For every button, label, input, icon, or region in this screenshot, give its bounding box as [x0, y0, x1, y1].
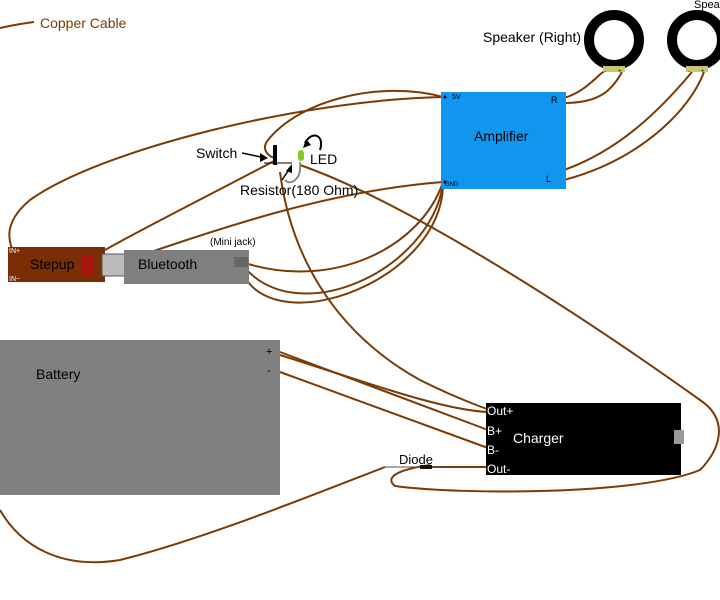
- speaker-right-cone-icon: [584, 10, 644, 70]
- speaker-right-terminal: [603, 66, 625, 72]
- led: [284, 134, 323, 184]
- resistor: [281, 164, 292, 181]
- wire-gnd-to-bt-c: [243, 185, 444, 304]
- wires: [0, 21, 720, 564]
- stepup-pin-in-plus: IN+: [9, 248, 20, 255]
- amplifier-pin-l: L: [546, 174, 551, 184]
- charger-board: [486, 403, 681, 475]
- speaker-left-cone-icon: [667, 10, 720, 70]
- bluetooth-jack-label: (Mini jack): [210, 237, 256, 248]
- wire-amp-r2-speaker-right: [563, 71, 623, 104]
- wire-5v-long-loop: [8, 96, 444, 256]
- diode-label: Diode: [399, 452, 433, 467]
- led-label: LED: [310, 151, 337, 167]
- battery-pin-plus: +: [266, 346, 272, 358]
- switch: [241, 145, 292, 165]
- charger-pin-b-plus: B+: [487, 424, 502, 438]
- wire-gnd-to-bt-b: [244, 183, 444, 295]
- amplifier-pin-5v: 5V: [452, 94, 461, 101]
- charger-pin-out-minus: Out-: [487, 462, 510, 476]
- speaker-left-label: Spea: [694, 0, 720, 11]
- wire-resistor-to-charger: [299, 164, 720, 493]
- charger-usb-port: [674, 430, 684, 444]
- wire-amp-l-speaker-left: [563, 71, 693, 171]
- amplifier-pin-gnd: GND: [445, 182, 459, 188]
- charger-pin-out-plus: Out+: [487, 404, 513, 418]
- wire-amp-l2-speaker-left: [563, 71, 705, 181]
- legend-wire-sample: [0, 21, 35, 29]
- bluetooth-label: Bluetooth: [138, 256, 197, 272]
- speaker-left-terminal-plus: +: [701, 69, 705, 75]
- wire-amp-r-speaker-right: [563, 69, 609, 99]
- amplifier-pin-r: R: [551, 95, 558, 105]
- bluetooth-jack-terminal: [234, 257, 248, 267]
- charger-label: Charger: [513, 430, 564, 446]
- resistor-label: Resistor(180 Ohm): [240, 182, 358, 198]
- stepup-output-connector: [82, 255, 94, 275]
- led-leg-wire: [284, 161, 302, 184]
- switch-lever: [273, 145, 277, 165]
- wire-diode-to-battery: [0, 466, 386, 564]
- diode-body: [420, 465, 432, 469]
- wire-battery-minus-to-b-minus: [279, 371, 489, 449]
- wire-battery-plus-to-b-plus: [279, 351, 489, 431]
- battery-pin-minus: -: [267, 365, 271, 377]
- stepup-pin-in-minus: IN−: [9, 276, 20, 283]
- resistor-arrowhead-icon: [286, 164, 292, 173]
- speaker-left-terminal: [686, 66, 708, 72]
- switch-pointer-arrowhead-icon: [260, 153, 268, 162]
- amplifier-terminal-gnd: [443, 180, 447, 184]
- led-curved-arrowhead-icon: [303, 139, 311, 148]
- amplifier-board: [441, 92, 566, 189]
- diode: [385, 465, 440, 469]
- speaker-right-terminal-plus: +: [618, 69, 622, 75]
- switch-label: Switch: [196, 145, 237, 161]
- wire-5v-to-switch: [264, 89, 444, 159]
- speaker-right: - +: [584, 10, 644, 75]
- stepup-label: Stepup: [30, 256, 75, 272]
- battery-label: Battery: [36, 366, 80, 382]
- legend-copper-cable-label: Copper Cable: [40, 15, 127, 31]
- speaker-left-terminal-minus: -: [688, 69, 690, 75]
- led-body: [298, 150, 304, 161]
- speaker-right-terminal-minus: -: [604, 69, 606, 75]
- wire-switch-to-stepup: [104, 159, 277, 251]
- charger-pin-b-minus: B-: [487, 443, 499, 457]
- wire-gnd-to-bt-a: [244, 181, 444, 273]
- bluetooth-board: [124, 250, 249, 284]
- battery-pack: [0, 340, 280, 495]
- amplifier-terminal-5v: [443, 95, 447, 99]
- wire-battery-plus-to-out-plus: [279, 354, 489, 413]
- speaker-right-label: Speaker (Right): [483, 29, 581, 45]
- speaker-left: - +: [667, 10, 720, 75]
- wire-switch-long: [279, 171, 491, 411]
- amplifier-label: Amplifier: [474, 128, 529, 144]
